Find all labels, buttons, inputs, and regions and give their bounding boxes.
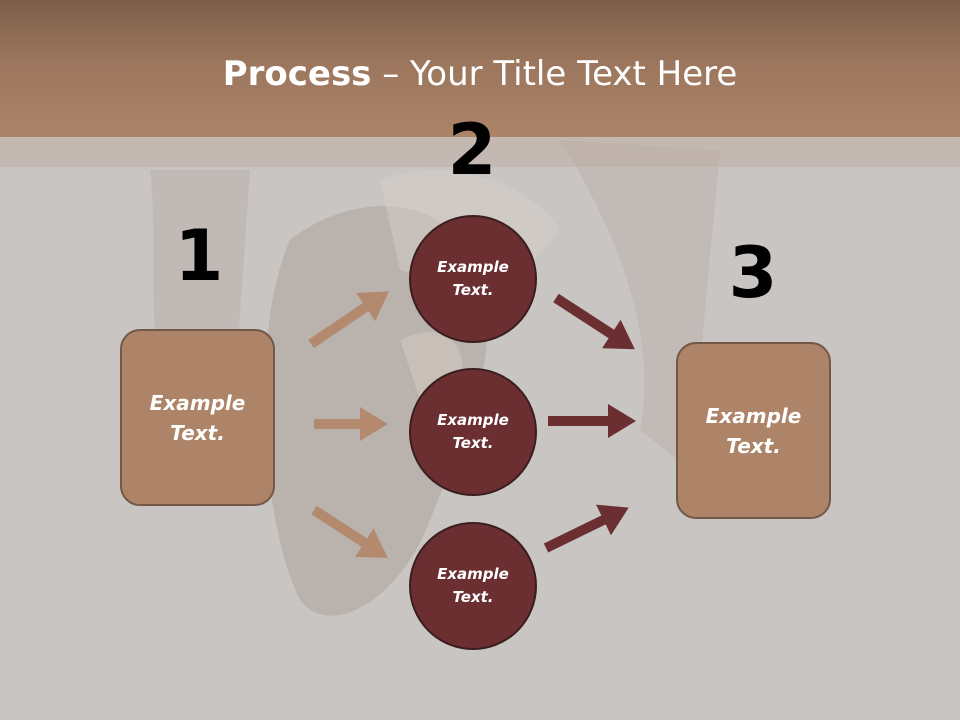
arrow-bottom-to-right (543, 504, 629, 553)
right-box-label: Example Text. (705, 403, 802, 458)
process-circle-top: Example Text. (409, 215, 537, 343)
title-bar (0, 0, 960, 137)
circle-middle-label: Example Text. (437, 411, 509, 452)
arrow-middle-to-right (548, 404, 636, 438)
title-bold: Process (222, 54, 372, 94)
arrow-left-to-bottom (311, 505, 388, 558)
step-number-1: 1 (174, 215, 224, 297)
step-number-2: 2 (447, 109, 497, 191)
arrow-left-to-middle (314, 407, 388, 441)
title-bar-band (0, 137, 960, 167)
circle-bottom-label: Example Text. (437, 565, 509, 606)
process-circle-bottom: Example Text. (409, 522, 537, 650)
left-process-box: Example Text. (120, 329, 275, 506)
right-process-box: Example Text. (676, 342, 831, 519)
step-number-3: 3 (728, 232, 778, 314)
arrow-top-to-right (553, 293, 635, 350)
left-box-label: Example Text. (149, 390, 246, 445)
title-rest: – Your Title Text Here (371, 54, 738, 94)
process-circle-middle: Example Text. (409, 368, 537, 496)
arrow-left-to-top (308, 291, 389, 349)
slide-title: Process – Your Title Text Here (0, 52, 960, 96)
circle-top-label: Example Text. (437, 258, 509, 299)
